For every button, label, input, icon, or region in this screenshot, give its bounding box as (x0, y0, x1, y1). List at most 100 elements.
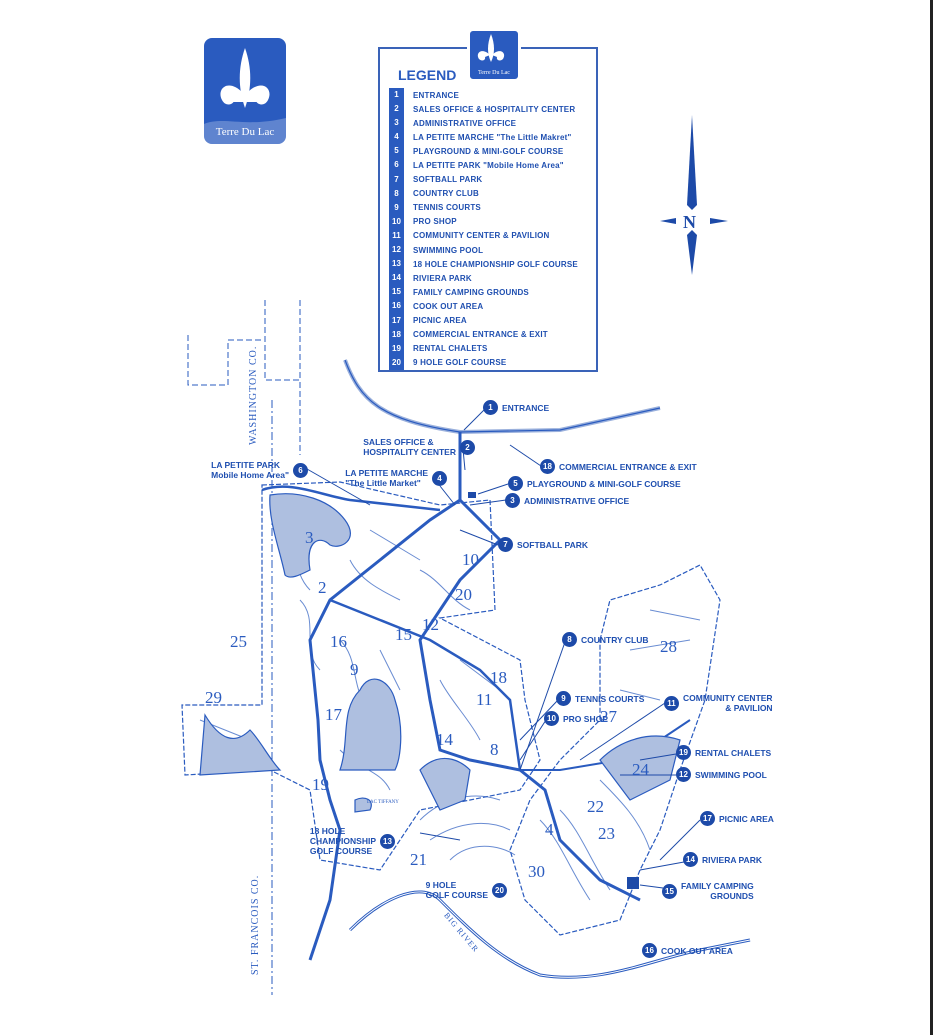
legend-label: COUNTRY CLUB (413, 189, 479, 199)
lake-grande (199, 713, 282, 776)
callout-text: ADMINISTRATIVE OFFICE (524, 496, 629, 506)
legend-number: 2 (389, 102, 404, 117)
callout-text: PICNIC AREA (719, 814, 774, 824)
legend-list: 1 ENTRANCE 2 SALES OFFICE & HOSPITALITY CEN… (389, 88, 594, 370)
section-number: 25 (230, 632, 247, 651)
callout-text: LA PETITE MARCHE"The Little Market" (345, 468, 428, 488)
legend-label: RIVIERA PARK (413, 273, 472, 283)
legend-number: 8 (389, 186, 404, 201)
callout-label: LA PETITE PARK (211, 460, 281, 470)
lake-east (599, 735, 681, 801)
callout-badge: 12 (676, 767, 691, 782)
callout-label: ENTRANCE (502, 402, 550, 413)
legend-number: 19 (389, 341, 404, 356)
callout-badge: 18 (540, 459, 555, 474)
callout-text: RENTAL CHALETS (695, 748, 771, 758)
legend-number: 6 (389, 158, 404, 173)
callout-text: SALES OFFICE &HOSPITALITY CENTER (363, 437, 456, 457)
legend-label: LA PETITE PARK "Mobile Home Area" (413, 161, 564, 171)
section-number: 16 (330, 632, 347, 651)
callout-badge: 11 (664, 695, 679, 711)
legend-item: 15 FAMILY CAMPING GROUNDS (389, 285, 594, 300)
lake (269, 493, 351, 578)
legend-label: TENNIS COURTS (413, 203, 481, 213)
callout-badge: 15 (662, 883, 677, 899)
washington-county-label: WASHINGTON CO. (248, 345, 259, 445)
legend-label: PLAYGROUND & MINI-GOLF COURSE (413, 146, 564, 156)
callout-text: SWIMMING POOL (695, 770, 767, 780)
callout-12: 12 SWIMMING POOL (676, 767, 767, 782)
legend-label: COMMUNITY CENTER & PAVILION (413, 231, 550, 241)
callout-10: 10 PRO SHOP (544, 711, 608, 726)
section-number: 24 (632, 760, 649, 779)
logo-brand-text: Terre Du Lac (215, 126, 275, 138)
legend-number: 1 (389, 88, 404, 103)
callout-label: PRO SHOP (563, 713, 608, 724)
legend-number: 7 (389, 172, 404, 187)
callout-label: RENTAL CHALETS (695, 747, 772, 758)
legend-logo: Terre Du Lac (467, 28, 521, 82)
lake-tiffany (354, 797, 372, 813)
callout-badge: 5 (508, 476, 523, 491)
callout-text: COMMUNITY CENTER& PAVILION (683, 693, 773, 713)
legend-label: FAMILY CAMPING GROUNDS (413, 287, 529, 297)
callout-text: SOFTBALL PARK (517, 540, 588, 550)
legend-label: SOFTBALL PARK (413, 175, 483, 185)
compass-rose-icon (660, 115, 728, 275)
section-number: 18 (490, 668, 507, 687)
lake-marseilles (419, 757, 471, 811)
callout-label-line2: GOLF COURSE (425, 890, 488, 900)
section-number: 9 (350, 660, 359, 679)
callout-badge: 6 (293, 462, 308, 478)
legend-label: SALES OFFICE & HOSPITALITY CENTER (413, 104, 576, 114)
section-number: 21 (410, 850, 427, 869)
development-boundary (181, 481, 541, 871)
legend-label: ENTRANCE (413, 90, 460, 100)
callout-label: 18 HOLE (309, 826, 346, 836)
callout-label-line3: GOLF COURSE (309, 846, 373, 856)
legend-number: 9 (389, 200, 404, 215)
terre-du-lac-logo: Terre Du Lac (204, 38, 286, 144)
callout-text: COUNTRY CLUB (581, 635, 649, 645)
callout-badge: 10 (544, 711, 559, 726)
legend-number: 18 (389, 327, 404, 342)
section-number: 17 (325, 705, 342, 724)
legend-number: 15 (389, 285, 404, 300)
callout-9: 9 TENNIS COURTS (556, 691, 644, 706)
callout-label: COMMUNITY CENTER (683, 693, 773, 703)
section-number: 4 (545, 820, 554, 839)
legend-number: 11 (389, 228, 404, 244)
callout-text: ENTRANCE (502, 403, 549, 413)
section-number: 15 (395, 625, 412, 644)
legend-number: 4 (389, 130, 404, 145)
legend-number: 14 (389, 271, 404, 286)
callout-label-line2: "The Little Market" (345, 478, 421, 488)
callout-label: 9 HOLE (425, 880, 457, 890)
legend-label: 18 HOLE CHAMPIONSHIP GOLF COURSE (413, 259, 578, 269)
callout-badge: 7 (498, 537, 513, 552)
callout-badge: 9 (556, 691, 571, 706)
callout-label: COOK OUT AREA (661, 945, 733, 956)
callout-label-line2: CHAMPIONSHIP (309, 836, 376, 846)
callout-label: PLAYGROUND & MINI-GOLF COURSE (527, 478, 681, 489)
legend-item: 8 COUNTRY CLUB (389, 186, 594, 201)
callout-label: SALES OFFICE & (363, 437, 434, 447)
legend-label: COOK OUT AREA (413, 301, 484, 311)
legend-number: 17 (389, 313, 404, 328)
section-number: 27 (600, 707, 617, 726)
callout-label: TENNIS COURTS (575, 693, 645, 704)
legend-label: COMMERCIAL ENTRANCE & EXIT (413, 330, 548, 340)
callout-5: 5 PLAYGROUND & MINI-GOLF COURSE (508, 476, 681, 491)
